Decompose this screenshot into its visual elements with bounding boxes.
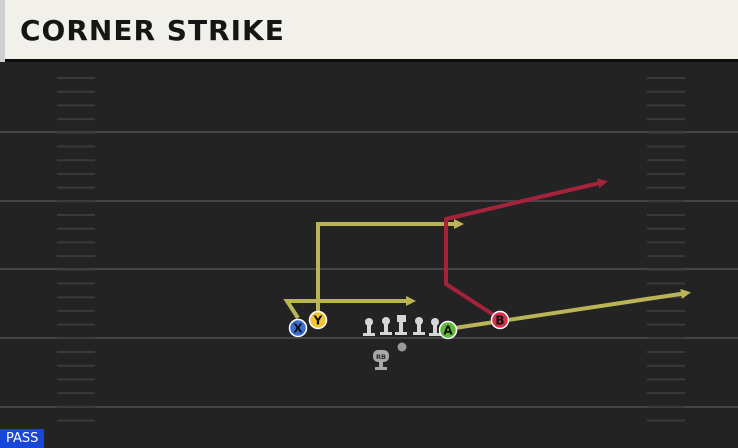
lineman	[429, 318, 441, 336]
a-label: A	[443, 324, 453, 338]
play-header: CORNER STRIKE	[0, 0, 738, 62]
route-x-drag	[283, 296, 416, 320]
y-label: Y	[313, 314, 323, 328]
rb-label: RB	[376, 353, 386, 361]
hash-marks-left	[57, 77, 95, 422]
route-b-post-corner	[444, 178, 608, 321]
x-button-icon	[288, 318, 308, 338]
receiver-b: B	[490, 310, 510, 330]
receiver-x: X	[288, 318, 308, 338]
offensive-line	[363, 315, 441, 336]
lineman	[413, 317, 425, 335]
play-title: CORNER STRIKE	[20, 14, 285, 47]
x-label: X	[293, 322, 303, 336]
route-a-flat	[447, 288, 691, 331]
header-accent	[0, 0, 5, 62]
hash-marks-right	[647, 77, 685, 422]
yard-lines	[0, 131, 738, 408]
quarterback-marker	[397, 342, 407, 352]
b-label: B	[495, 314, 504, 328]
y-button-icon	[308, 310, 328, 330]
receiver-a: A	[438, 320, 458, 340]
route-y-corner	[316, 219, 464, 318]
a-button-icon	[438, 320, 458, 340]
running-back: RB	[373, 350, 389, 370]
receiver-y: Y	[308, 310, 328, 330]
play-type-badge: PASS	[0, 429, 45, 448]
b-button-icon	[490, 310, 510, 330]
center	[395, 315, 407, 335]
lineman	[363, 318, 375, 336]
lineman	[380, 317, 392, 335]
football-field	[0, 62, 738, 448]
